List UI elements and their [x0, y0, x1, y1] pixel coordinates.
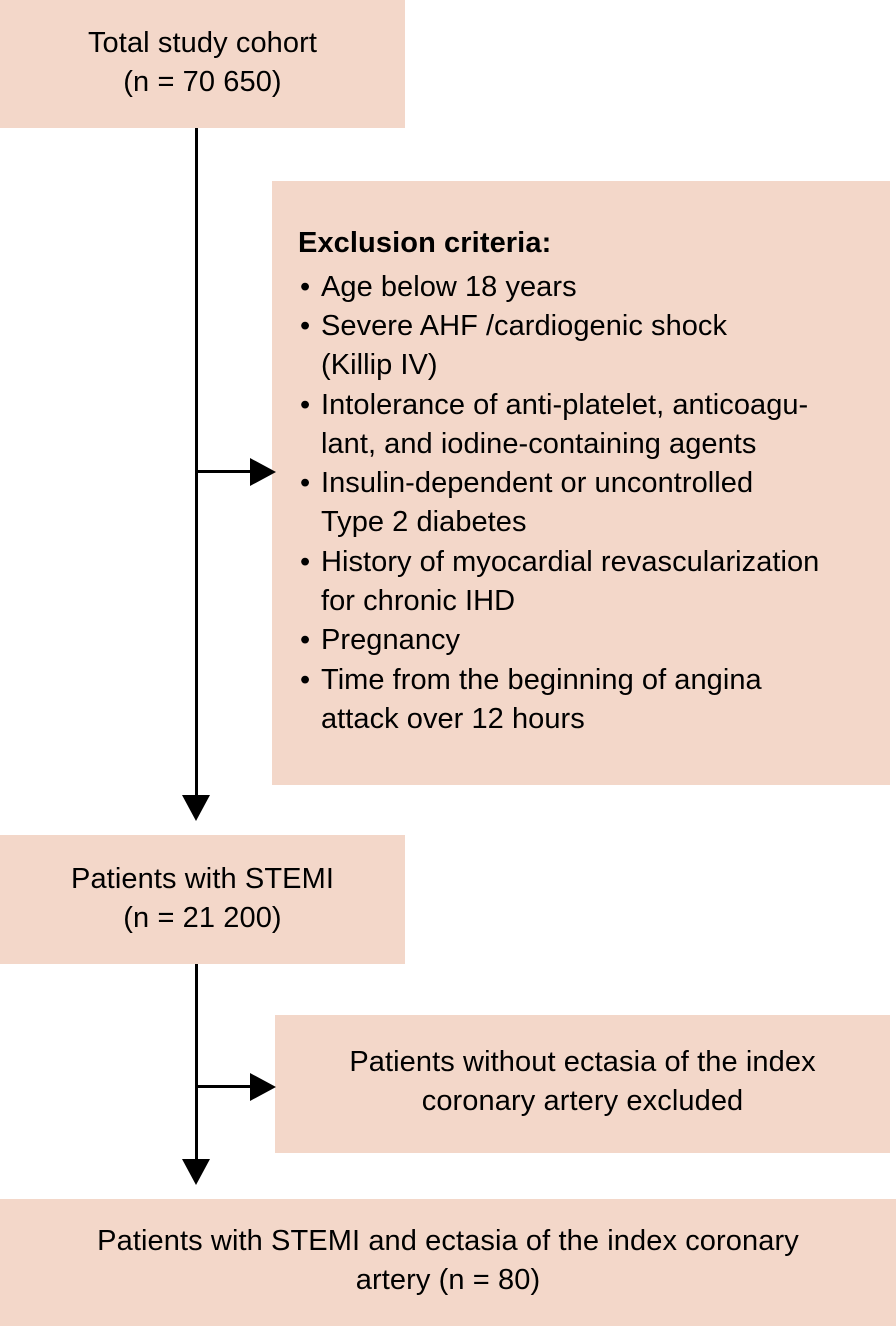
node-patients-without-ectasia-line-1: Patients without ectasia of the index [349, 1046, 816, 1079]
node-patients-without-ectasia-line-2: coronary artery excluded [421, 1085, 744, 1117]
exclusion-criteria-title: Exclusion criteria: [298, 227, 552, 259]
node-total-study-cohort-line-2: (n = 70 650) [123, 66, 282, 98]
node-total-study-cohort-line-1: Total study cohort [87, 27, 318, 60]
bullet-icon: • [300, 467, 311, 500]
bullet-icon: • [300, 309, 311, 342]
list-item: • Severe AHF /cardiogenic shock (Killip … [298, 307, 878, 386]
list-item-label: Insulin-dependent or uncontrolled Type 2… [321, 467, 754, 539]
node-exclusion-criteria: Exclusion criteria: • Age below 18 years… [272, 181, 890, 785]
exclusion-criteria-list: • Age below 18 years • Severe AHF /cardi… [298, 268, 878, 739]
arrowhead-down-icon [182, 795, 210, 821]
bullet-icon: • [300, 388, 311, 421]
list-item-label: Severe AHF /cardiogenic shock (Killip IV… [321, 309, 728, 382]
list-item: • Insulin-dependent or uncontrolled Type… [298, 464, 878, 543]
list-item: • Intolerance of anti-platelet, anticoag… [298, 386, 878, 465]
list-item-label: History of myocardial revascularization … [321, 545, 820, 617]
bullet-icon: • [300, 663, 311, 696]
bullet-icon: • [300, 270, 311, 303]
list-item-label: Pregnancy [321, 624, 461, 657]
arrowhead-right-icon [250, 458, 276, 486]
list-item: • Time from the beginning of angina atta… [298, 661, 878, 740]
node-patients-with-stemi-line-1: Patients with STEMI [71, 862, 334, 895]
node-total-study-cohort: Total study cohort (n = 70 650) [0, 0, 405, 128]
node-patients-without-ectasia-excluded: Patients without ectasia of the index co… [275, 1015, 890, 1153]
arrowhead-down-icon [182, 1159, 210, 1185]
connector-cohort-to-exclusion [196, 470, 262, 473]
list-item-label: Age below 18 years [321, 270, 577, 303]
node-final-study-population-line-2: artery (n = 80) [355, 1263, 541, 1296]
node-patients-with-stemi-line-2: (n = 21 200) [123, 901, 282, 934]
node-final-study-population-line-1: Patients with STEMI and ectasia of the i… [97, 1224, 799, 1257]
arrowhead-right-icon [250, 1073, 276, 1101]
list-item-label: Intolerance of anti-platelet, anticoagu-… [321, 388, 809, 460]
list-item: • History of myocardial revascularizatio… [298, 543, 878, 622]
connector-stemi-to-no-ectasia [196, 1085, 262, 1088]
list-item: • Age below 18 years [298, 268, 878, 307]
bullet-icon: • [300, 624, 311, 657]
list-item: • Pregnancy [298, 621, 878, 660]
connector-stemi-to-final [195, 964, 198, 1165]
bullet-icon: • [300, 545, 311, 578]
node-final-study-population: Patients with STEMI and ectasia of the i… [0, 1199, 896, 1326]
node-patients-with-stemi: Patients with STEMI (n = 21 200) [0, 835, 405, 964]
connector-cohort-to-stemi [195, 128, 198, 801]
list-item-label: Time from the beginning of angina attack… [321, 663, 762, 735]
